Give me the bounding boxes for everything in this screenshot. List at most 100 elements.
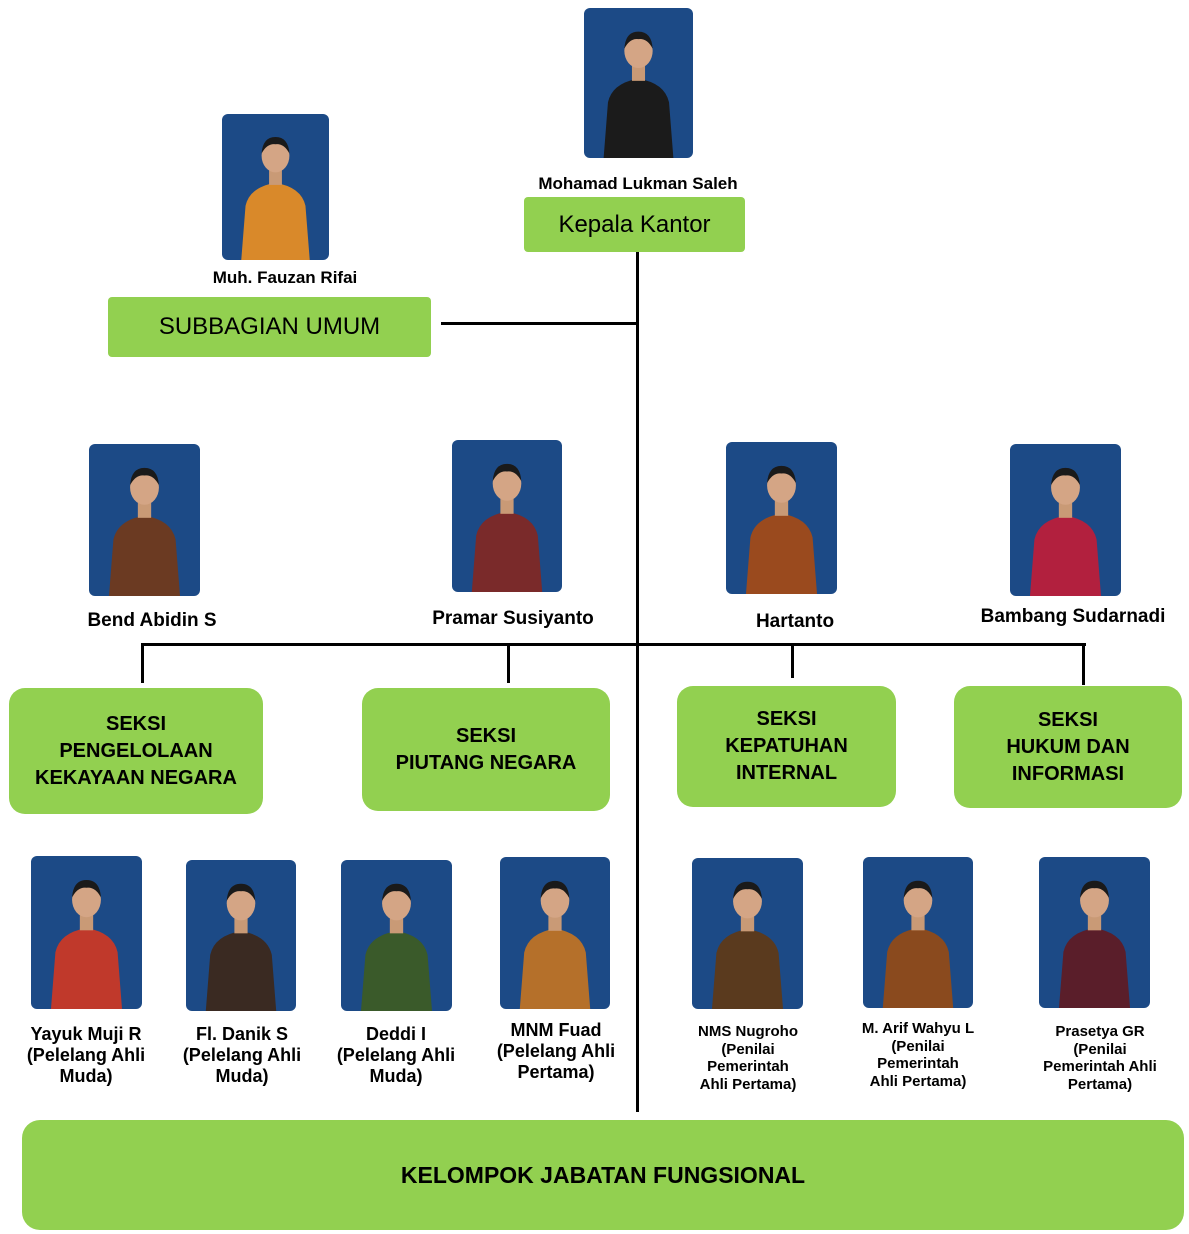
section-head-name: Pramar Susiyanto (432, 608, 594, 629)
staff-role-line: (Penilai (1073, 1040, 1127, 1058)
staff-name: Yayuk Muji R (30, 1024, 142, 1044)
staff-photo (31, 856, 142, 1009)
staff-name: Deddi I (365, 1024, 426, 1044)
section-label: SEKSI PIUTANG NEGARA (395, 724, 577, 774)
portrait-head (492, 466, 522, 501)
staff-role-line: Ahli Pertama) (869, 1073, 967, 1091)
portrait-hair (1080, 880, 1109, 898)
head-photo (584, 8, 693, 158)
portrait-body (882, 928, 954, 1008)
portrait-neck (389, 918, 404, 934)
portrait-body (603, 78, 674, 158)
staff-role-line: Pemerintah Ahli (1043, 1058, 1157, 1076)
portrait-neck (774, 500, 789, 516)
portrait-body (50, 928, 123, 1009)
portrait-hair (903, 880, 933, 898)
portrait-neck (548, 915, 562, 931)
head-role-box: Kepala Kantor (524, 197, 745, 252)
portrait-neck (137, 502, 152, 518)
portrait-hair (624, 31, 653, 49)
portrait-head (767, 468, 796, 503)
portrait-hair (382, 883, 411, 901)
section-label: SEKSI HUKUM DAN INFORMASI (1006, 708, 1130, 785)
portrait-figure (882, 880, 954, 1008)
portrait-head (261, 139, 290, 173)
staff-role-line: (Pelelang Ahli (336, 1045, 456, 1066)
portrait-hair (733, 881, 762, 899)
staff-photo (863, 857, 973, 1008)
umum-name: Muh. Fauzan Rifai (212, 268, 358, 287)
section-label: SEKSI PENGELOLAAN KEKAYAAN NEGARA (35, 712, 237, 789)
section-drop-2 (507, 643, 510, 683)
portrait-body (241, 182, 310, 260)
staff-caption: Fl. Danik S (Pelelang Ahli Muda) (158, 1024, 326, 1088)
portrait-body (1058, 928, 1131, 1008)
section-head-photo (89, 444, 200, 596)
staff-role-line: Muda) (369, 1066, 423, 1087)
staff-role-line: Pemerintah (707, 1058, 789, 1076)
portrait-hair (72, 880, 101, 898)
portrait-head (1051, 470, 1080, 505)
staff-name: Prasetya GR (1055, 1023, 1145, 1040)
portrait-figure (241, 136, 310, 260)
staff-photo (692, 858, 803, 1009)
portrait-head (733, 883, 762, 919)
portrait-body (519, 928, 591, 1009)
head-name: Mohamad Lukman Saleh (538, 174, 738, 193)
staff-photo (341, 860, 452, 1011)
staff-name: NMS Nugroho (698, 1023, 798, 1040)
portrait-body (1029, 515, 1102, 596)
portrait-neck (740, 916, 755, 932)
portrait-hair (226, 883, 256, 901)
portrait-head (72, 882, 101, 918)
portrait-hair (1051, 467, 1080, 486)
staff-role-line: (Pelelang Ahli (496, 1041, 616, 1062)
portrait-neck (911, 915, 925, 931)
portrait-figure (360, 883, 433, 1011)
staff-caption: MNM Fuad (Pelelang Ahli Pertama) (472, 1020, 640, 1084)
staff-caption: Prasetya GR (Penilai Pemerintah Ahli Per… (1020, 1023, 1180, 1094)
portrait-neck (1087, 915, 1102, 931)
staff-caption: Yayuk Muji R (Pelelang Ahli Muda) (2, 1024, 170, 1088)
portrait-figure (603, 31, 674, 158)
staff-photo (186, 860, 296, 1011)
portrait-head (1080, 882, 1109, 918)
functional-group-box: KELOMPOK JABATAN FUNGSIONAL (22, 1120, 1184, 1230)
portrait-neck (500, 498, 514, 514)
portrait-neck (1058, 502, 1073, 518)
portrait-figure (1029, 467, 1102, 596)
portrait-neck (631, 65, 646, 81)
portrait-body (360, 931, 433, 1011)
section-box: SEKSI PIUTANG NEGARA (362, 688, 610, 811)
portrait-body (471, 511, 543, 592)
staff-role-line: Pertama) (517, 1062, 595, 1083)
umum-unit-label: SUBBAGIAN UMUM (158, 313, 381, 340)
section-head-photo (726, 442, 837, 594)
portrait-head (903, 882, 933, 918)
portrait-hair (492, 463, 522, 482)
staff-role-line: Pertama) (1067, 1076, 1133, 1094)
portrait-figure (519, 880, 591, 1009)
portrait-figure (50, 880, 123, 1009)
staff-photo (500, 857, 610, 1009)
staff-role-line: Ahli Pertama) (699, 1076, 797, 1094)
portrait-neck (234, 918, 248, 934)
staff-photo (1039, 857, 1150, 1008)
portrait-figure (1058, 880, 1131, 1008)
functional-group-label: KELOMPOK JABATAN FUNGSIONAL (400, 1161, 806, 1188)
portrait-hair (767, 465, 796, 484)
staff-role-line: Muda) (215, 1066, 269, 1087)
portrait-hair (540, 880, 570, 899)
staff-name: M. Arif Wahyu L (861, 1020, 975, 1037)
section-box: SEKSI PENGELOLAAN KEKAYAAN NEGARA (9, 688, 263, 814)
staff-caption: NMS Nugroho (Penilai Pemerintah Ahli Per… (672, 1023, 824, 1094)
portrait-figure (745, 465, 818, 594)
portrait-body (205, 931, 277, 1011)
portrait-figure (711, 881, 784, 1009)
section-box: SEKSI KEPATUHAN INTERNAL (677, 686, 896, 807)
staff-name: Fl. Danik S (195, 1024, 289, 1044)
portrait-figure (471, 463, 543, 592)
section-head-name: Bend Abidin S (87, 610, 217, 631)
staff-role-line: (Penilai (721, 1040, 775, 1058)
portrait-neck (79, 915, 94, 931)
